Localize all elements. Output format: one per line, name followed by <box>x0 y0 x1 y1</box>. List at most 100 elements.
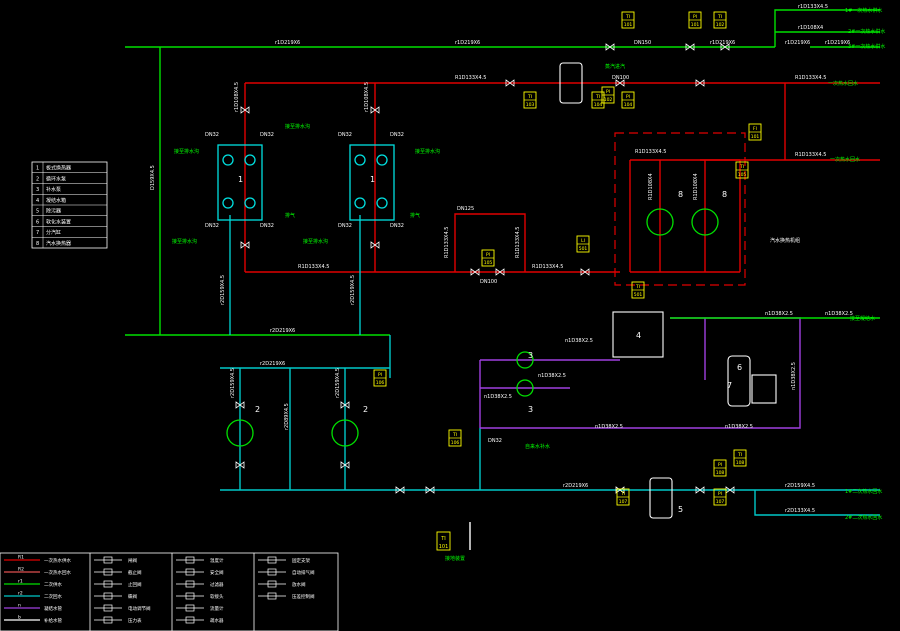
instrument-number: 103 <box>526 102 535 108</box>
pipe-label: r2D159X4.5 <box>785 483 815 489</box>
grounding-symbol: TI 101 接地装置 <box>436 522 471 562</box>
pipe-label: r2D89X4.5 <box>284 403 290 430</box>
pipe-label: r1D108X4.5 <box>364 82 370 112</box>
valve-symbol <box>240 241 250 249</box>
pipe-label: r2D159X4.5 <box>220 275 226 305</box>
pipe-label: n1D38X2.5 <box>765 311 793 317</box>
valve-symbol <box>720 43 730 51</box>
pipe-label: 2#一次热水供水 <box>848 28 885 35</box>
equipment-number: 3 <box>528 405 533 414</box>
pipe-label: r2D159X4.5 <box>335 368 341 398</box>
instrument-number: 108 <box>716 470 725 476</box>
pipe-label: n1D38X2.5 <box>825 311 853 317</box>
pipe-label: DN32 <box>260 132 274 138</box>
pipe-label: 接至排水沟 <box>174 148 199 155</box>
pipe-label: r1D219X6 <box>455 40 480 46</box>
valve-symbol <box>235 401 245 409</box>
valve-symbol <box>340 461 350 469</box>
circulation-pump-1 <box>226 419 254 447</box>
legend-line-code: R1 <box>18 555 24 561</box>
valve-symbol <box>605 43 615 51</box>
valve-symbol <box>425 486 435 494</box>
legend-item-number: 2 <box>36 176 39 182</box>
legend-symbol-name: 安全阀 <box>210 569 224 576</box>
legend-line-name: 一次热水供水 <box>44 557 71 564</box>
pipe-label: r1D108X4.5 <box>234 82 240 112</box>
instrument-number: 101 <box>624 22 633 28</box>
pipe-label: n1D38X2.5 <box>538 373 566 379</box>
legend-symbol-glyph <box>267 556 277 564</box>
instrument-function: PI <box>718 491 722 497</box>
instrument-number: 107 <box>619 499 628 505</box>
legend-symbol-name: 温度计 <box>210 557 224 564</box>
legend-symbol-glyph <box>103 604 113 612</box>
pipe-label: 接至排水沟 <box>172 238 197 245</box>
pipe-label: 接至凝结水 <box>850 315 875 322</box>
pipe-label: 3#一次热水供水 <box>848 43 885 50</box>
equipment-number: 2 <box>255 405 260 414</box>
pipe-label: DN32 <box>205 223 219 229</box>
pipe-label: DN32 <box>338 223 352 229</box>
instrument-number: 102 <box>604 97 613 103</box>
instrument-tag: TI 101 <box>621 11 635 29</box>
legend-symbol-glyph <box>267 580 277 588</box>
valve-symbol <box>470 268 480 276</box>
instrument-function: TI <box>527 94 532 100</box>
pipe-label: R1D133X4.5 <box>298 264 329 270</box>
equipment-number: 5 <box>678 505 683 514</box>
valve-symbol <box>370 106 380 114</box>
pipe-label: R1D133X4.5 <box>515 227 521 258</box>
pipe-label: n1D38X2.5 <box>791 362 797 390</box>
instrument-function: TI <box>595 94 600 100</box>
valve-symbol <box>395 486 405 494</box>
legend-item-number: 3 <box>36 187 39 193</box>
instrument-number: 105 <box>484 260 493 266</box>
hx1-port-4 <box>244 197 256 209</box>
strainer-top <box>559 62 583 104</box>
valve-symbol <box>370 241 380 249</box>
equipment-group <box>217 144 395 221</box>
legend-symbol-glyph <box>185 592 195 600</box>
equipment-number: 7 <box>727 381 732 390</box>
instrument-number: 106 <box>451 440 460 446</box>
instrument-function: TI <box>739 164 744 170</box>
pumps-group <box>226 208 719 447</box>
vessels-group <box>559 62 777 519</box>
legend-item-name: 补水泵 <box>46 186 61 193</box>
valve-symbol <box>340 401 350 409</box>
legend-symbol-glyph <box>103 580 113 588</box>
instrument-function: TI <box>625 14 630 20</box>
legend-symbol-glyph <box>103 556 113 564</box>
equipment-number: 1 <box>238 175 243 184</box>
pipe-label: r2D159X4.5 <box>230 368 236 398</box>
instrument-function: PI <box>626 94 630 100</box>
legend-symbol-glyph <box>103 592 113 600</box>
valve-symbol <box>580 268 590 276</box>
pipe-label: r2D133X4.5 <box>785 508 815 514</box>
legend-item-number: 5 <box>36 209 39 215</box>
instrument-tag: TI 106 <box>448 429 462 447</box>
steam-hx-8b <box>691 208 719 236</box>
instrument-function: TI <box>452 432 457 438</box>
pipe-label: r2D219X6 <box>260 361 285 367</box>
softener-brine-tank <box>751 374 777 404</box>
legend-symbol-name: 蝶阀 <box>128 593 137 600</box>
legend-symbol-name: 固定支架 <box>292 557 310 564</box>
condensate-tank <box>612 311 664 358</box>
pipe-label: n1D38X2.5 <box>595 424 623 430</box>
legend-item-name: 汽水换热器 <box>46 240 71 247</box>
pipe-label: 排气 <box>285 212 295 219</box>
grounding-note: 接地装置 <box>445 555 465 562</box>
legend-symbol-name: 软接头 <box>210 593 224 600</box>
legend-symbol-name: 自动排气阀 <box>292 569 315 576</box>
pipe-label: r1D108X4 <box>798 25 823 31</box>
grounding-instrument-box <box>436 531 451 551</box>
pipe-label: 一次热水回水 <box>830 156 860 163</box>
legend-line-code: n <box>18 604 21 609</box>
